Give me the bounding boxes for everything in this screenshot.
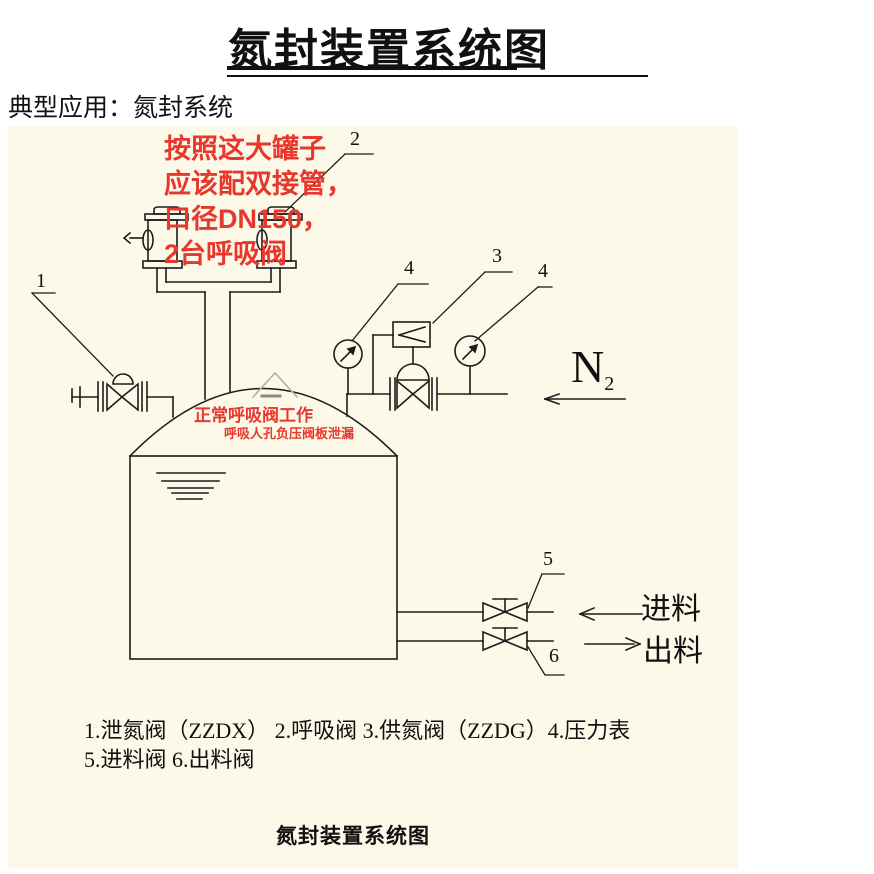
red-note-breather-sizing: 按照这大罐子 应该配双接管， 口径DN150， 2台呼吸阀	[164, 132, 353, 272]
discharge-valve-symbol	[482, 627, 528, 652]
callout-1: 1	[36, 270, 46, 292]
red-note-line: 口径DN150，	[164, 204, 330, 234]
breathing-valve-right-symbol	[256, 206, 303, 269]
discharge-label: 出料	[643, 635, 703, 668]
dome-manhole-triangle	[251, 371, 299, 399]
diagram-linework	[31, 153, 643, 676]
n2-flow-arrow	[543, 392, 626, 406]
breathing-valve-left-symbol	[122, 206, 189, 269]
red-note-breather-working: 正常呼吸阀工作	[194, 406, 313, 425]
diagram-caption: 氮封装置系统图	[276, 825, 430, 848]
callout-3: 3	[492, 245, 502, 267]
feed-valve-symbol	[482, 598, 528, 623]
page-subtitle: 典型应用：氮封系统	[8, 95, 234, 122]
legend-line-2: 5.进料阀 6.出料阀	[84, 747, 255, 772]
title-underline-thick	[227, 66, 517, 70]
callout-4-left: 4	[404, 257, 414, 279]
nitrogen-relief-valve-symbol	[71, 373, 174, 418]
callout-leaders	[31, 153, 565, 676]
feed-arrow	[578, 606, 643, 622]
n2-subscript: 2	[604, 373, 615, 395]
legend-line-1: 1.泄氮阀（ZZDX） 2.呼吸阀 3.供氮阀（ZZDG）4.压力表	[84, 718, 631, 743]
red-note-manhole-leak: 呼吸人孔负压阀板泄漏	[224, 426, 355, 441]
callout-4-right: 4	[538, 260, 548, 282]
nitrogen-supply-line	[346, 393, 508, 417]
pressure-gauge-left-symbol	[333, 339, 363, 395]
pressure-gauge-right-symbol	[454, 335, 486, 395]
liquid-level-marks	[156, 472, 226, 500]
feed-label: 进料	[641, 593, 701, 626]
storage-tank	[128, 387, 399, 660]
red-note-line: 2台呼吸阀	[164, 239, 288, 269]
discharge-arrow	[584, 636, 642, 652]
breather-manifold-pipe	[156, 267, 281, 400]
red-note-line: 按照这大罐子	[164, 134, 326, 164]
legend: 1.泄氮阀（ZZDX） 2.呼吸阀 3.供氮阀（ZZDG）4.压力表 5.进料阀…	[84, 716, 630, 774]
red-note-line: 应该配双接管，	[164, 169, 353, 199]
callout-5: 5	[543, 548, 553, 570]
callout-6: 6	[549, 645, 559, 667]
title-underline-thin	[227, 75, 648, 77]
diagram-canvas: 按照这大罐子 应该配双接管， 口径DN150， 2台呼吸阀 1 2 3 4 4 …	[8, 126, 738, 868]
n2-symbol: N	[571, 341, 605, 392]
callout-2: 2	[350, 128, 360, 150]
pilot-regulator-box	[372, 321, 431, 395]
nitrogen-supply-valve-symbol	[389, 346, 438, 411]
n2-label: N2	[571, 340, 614, 396]
